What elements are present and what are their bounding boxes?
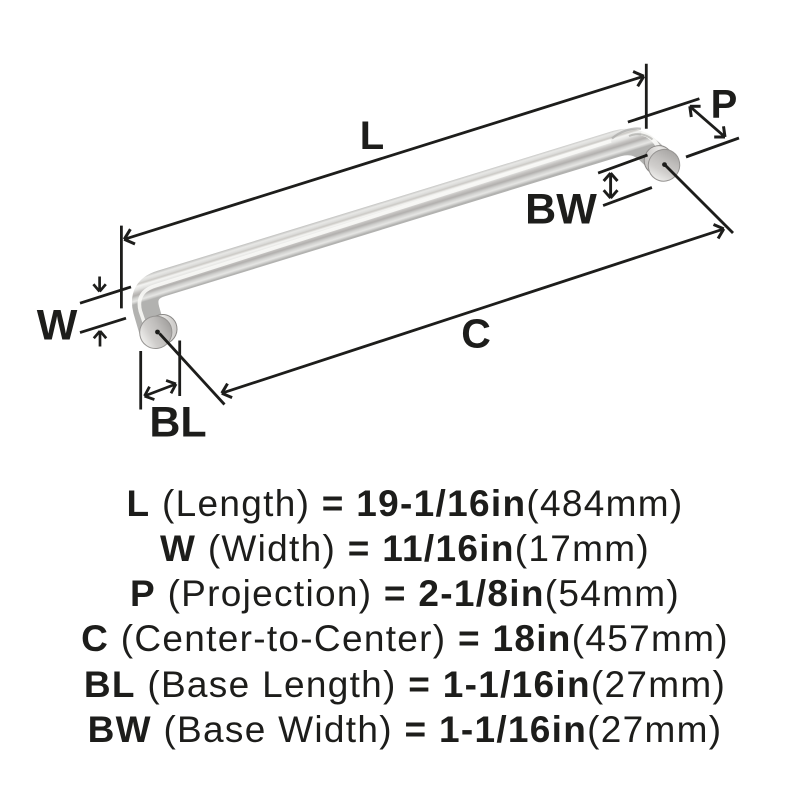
svg-text:P: P — [711, 83, 738, 127]
svg-text:BL: BL — [149, 398, 206, 446]
svg-text:W: W — [37, 301, 78, 349]
svg-text:BW: BW — [525, 185, 597, 233]
svg-text:L: L — [360, 114, 384, 158]
svg-text:C: C — [461, 311, 491, 357]
